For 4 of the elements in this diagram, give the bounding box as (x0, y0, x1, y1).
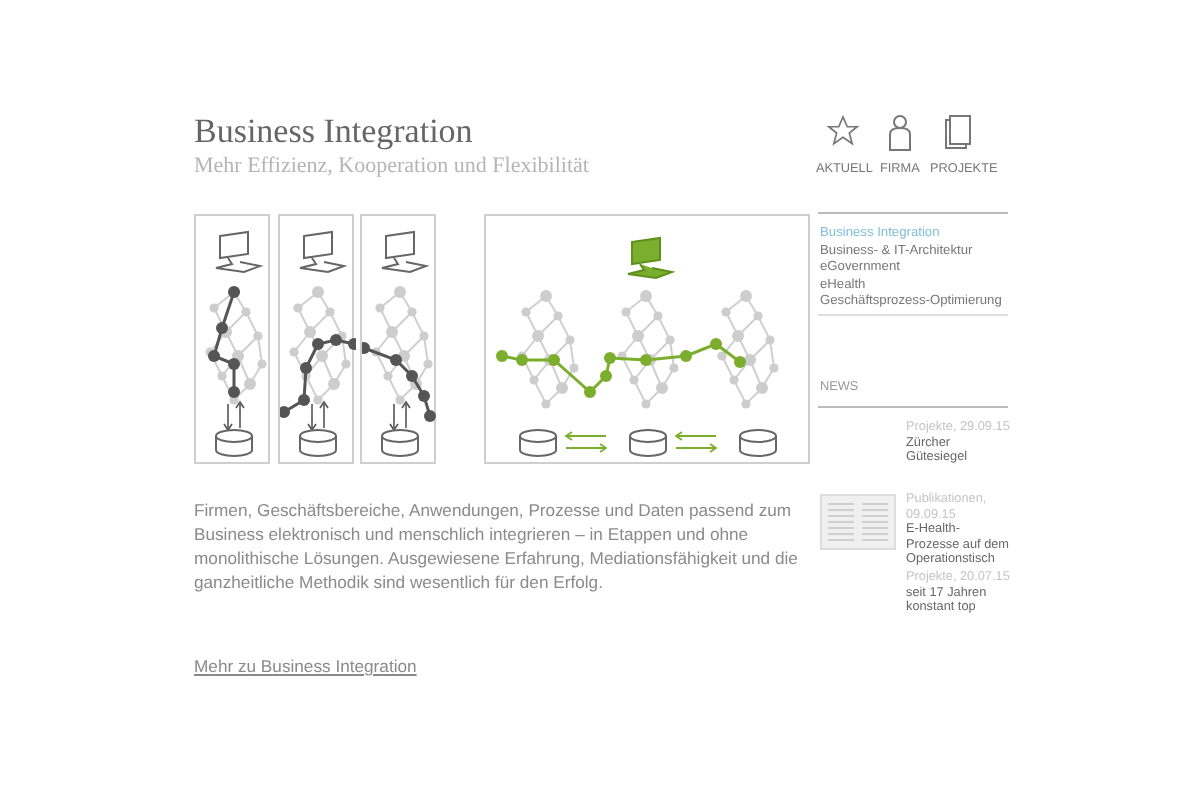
subtitle: Mehr Effizienz, Kooperation und Flexibilität (194, 154, 589, 180)
page-title: Business Integration (194, 112, 473, 152)
more-link: Mehr zu Business Integration (194, 654, 417, 678)
body-paragraph: Firmen, Geschäftsbereiche, Anwendungen, Prozesse und Daten passend zum Business elektronisch und menschlich integrieren – in Etappen und ohne monolithische Lösungen. Ausgewiesene Erfahrung, Mediationsfähigkeit und die ganzheitliche Methodik sind wesentlich für den Erfolg. (194, 498, 800, 594)
